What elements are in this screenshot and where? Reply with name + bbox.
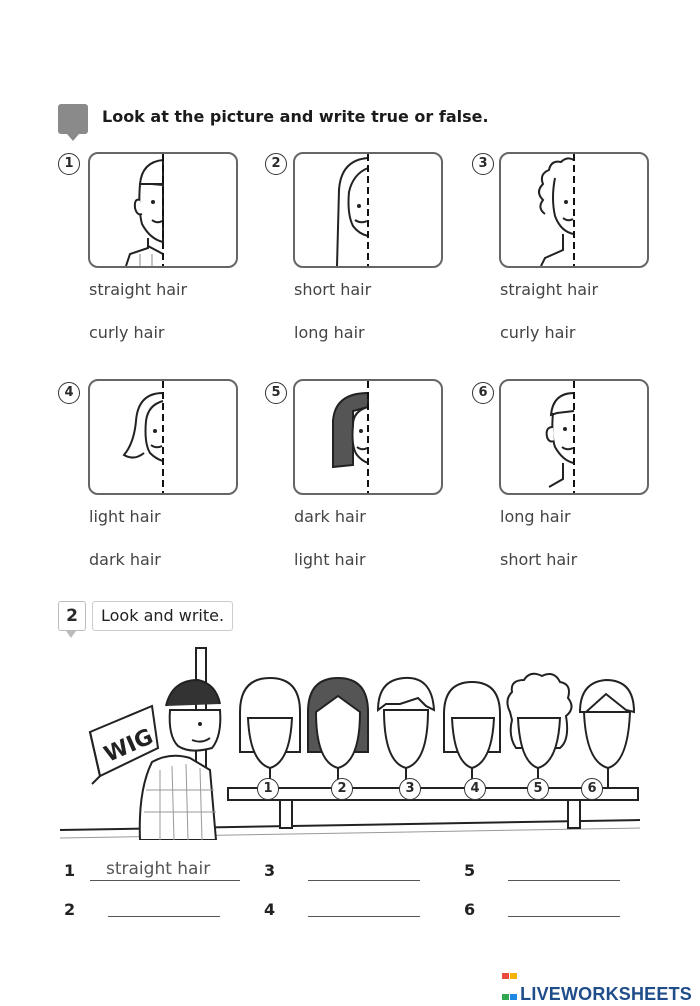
option-text: curly hair [89,323,165,342]
wig-shop-scene: WIG [59,647,641,841]
option-text: straight hair [500,280,599,299]
liveworksheets-logo[interactable]: LIVEWORKSHEETS [502,964,692,1005]
item-number: 5 [265,382,287,404]
picture-frame [499,152,649,268]
item-number: 3 [472,153,494,175]
section-2-instruction: Look and write. [92,601,234,631]
item-number: 6 [472,382,494,404]
brand-name: LIVEWORKSHEETS [520,984,692,1004]
answer-field[interactable] [510,859,620,879]
picture-frame [88,379,238,495]
section-1-marker [58,104,88,141]
option-text: short hair [500,550,578,569]
answer-field[interactable] [310,896,420,916]
answer-number: 5 [464,861,476,880]
answer-number: 3 [264,861,276,880]
picture-frame [293,152,443,268]
answer-field[interactable]: straight hair [106,859,211,879]
wig-number-badge: 3 [399,778,421,800]
option-text: long hair [294,323,365,342]
answer-number: 6 [464,900,476,919]
girl-light-hair-picture [122,381,164,493]
answer-number: 1 [64,861,76,880]
section-1-instruction: Look at the picture and write true or fa… [102,107,489,126]
boy-curly-hair-picture [538,154,575,266]
option-text: short hair [294,280,372,299]
picture-frame [293,379,443,495]
item-number: 1 [58,153,80,175]
girl-dark-hair-picture [332,381,369,493]
wig-number-badge: 5 [527,778,549,800]
section-2-number: 2 [58,601,86,638]
option-text: long hair [500,507,571,526]
picture-frame [88,152,238,268]
answer-field[interactable] [510,896,620,916]
wig-number-badge: 1 [257,778,279,800]
option-text: curly hair [500,323,576,342]
wig-number-badge: 2 [331,778,353,800]
boy-short-hair-picture [545,381,575,493]
answer-number: 2 [64,900,76,919]
option-text: straight hair [89,280,188,299]
boy-straight-hair-picture [125,154,164,266]
answer-line [308,916,420,917]
option-text: light hair [294,550,366,569]
answer-line [90,880,240,881]
item-number: 4 [58,382,80,404]
option-text: dark hair [294,507,366,526]
wig-number-badge: 4 [464,778,486,800]
picture-frame [499,379,649,495]
girl-long-hair-picture [336,154,369,266]
answer-line [308,880,420,881]
answer-line [508,880,620,881]
wig-number-badge: 6 [581,778,603,800]
answer-line [108,916,220,917]
liveworksheets-icon [502,964,518,1000]
option-text: light hair [89,507,161,526]
item-number: 2 [265,153,287,175]
option-text: dark hair [89,550,161,569]
answer-field[interactable] [310,859,420,879]
wig-shop-illustration: WIG [59,640,641,841]
answer-field[interactable] [110,896,220,916]
answer-line [508,916,620,917]
answer-number: 4 [264,900,276,919]
